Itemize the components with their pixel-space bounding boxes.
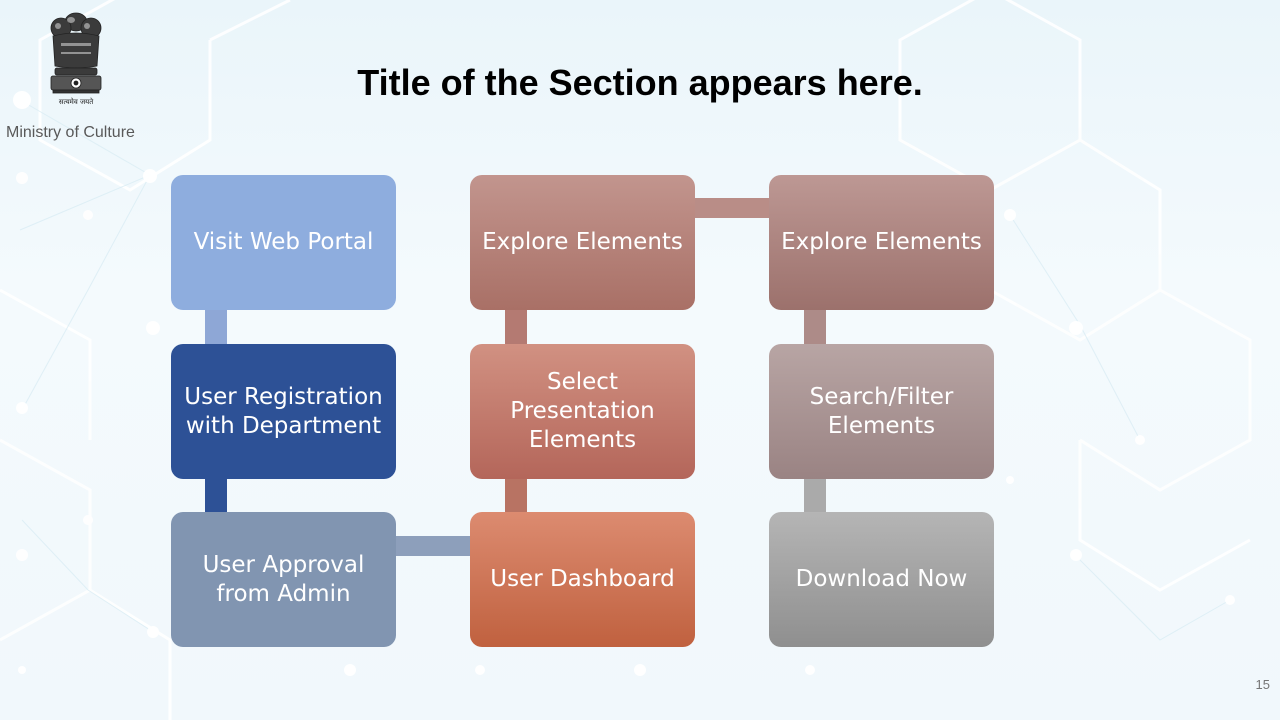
step-label: Explore Elements xyxy=(781,229,982,255)
connector-portal-registration xyxy=(205,309,227,345)
step-label: User Dashboard xyxy=(490,566,675,592)
ministry-label: Ministry of Culture xyxy=(6,124,135,141)
emblem-motto: सत्यमेव जयते xyxy=(59,97,94,106)
step-label: Explore Elements xyxy=(482,229,683,255)
connector-approval-dashboard xyxy=(395,536,471,556)
connector-explore-explore xyxy=(694,198,770,218)
connector-dashboard-select xyxy=(505,478,527,513)
step-user-registration: User Registration with Department xyxy=(171,344,396,479)
emblem-logo: सत्यमेव जयते xyxy=(0,8,152,108)
step-label: Search/Filter Elements xyxy=(809,383,954,439)
step-label: User Approval from Admin xyxy=(202,551,365,607)
step-label: User Registration with Department xyxy=(184,383,383,439)
step-label: Visit Web Portal xyxy=(193,229,374,255)
step-label: Download Now xyxy=(795,566,968,592)
step-user-approval: User Approval from Admin xyxy=(171,512,396,647)
page-title: Title of the Section appears here. xyxy=(357,62,923,103)
step-explore-elements-2: Explore Elements xyxy=(769,175,994,310)
step-explore-elements-1: Explore Elements xyxy=(470,175,695,310)
step-user-dashboard: User Dashboard xyxy=(470,512,695,647)
step-download-now: Download Now xyxy=(769,512,994,647)
step-select-presentation-elements: Select Presentation Elements xyxy=(470,344,695,479)
connector-registration-approval xyxy=(205,478,227,513)
step-label: Select Presentation Elements xyxy=(510,369,655,453)
connector-select-explore xyxy=(505,309,527,345)
national-emblem-icon: सत्यमेव जयते xyxy=(50,12,102,106)
connector-search-download xyxy=(804,478,826,513)
step-search-filter-elements: Search/Filter Elements xyxy=(769,344,994,479)
step-visit-web-portal: Visit Web Portal xyxy=(171,175,396,310)
page-number: 15 xyxy=(1255,677,1270,692)
connector-explore-search xyxy=(804,309,826,345)
